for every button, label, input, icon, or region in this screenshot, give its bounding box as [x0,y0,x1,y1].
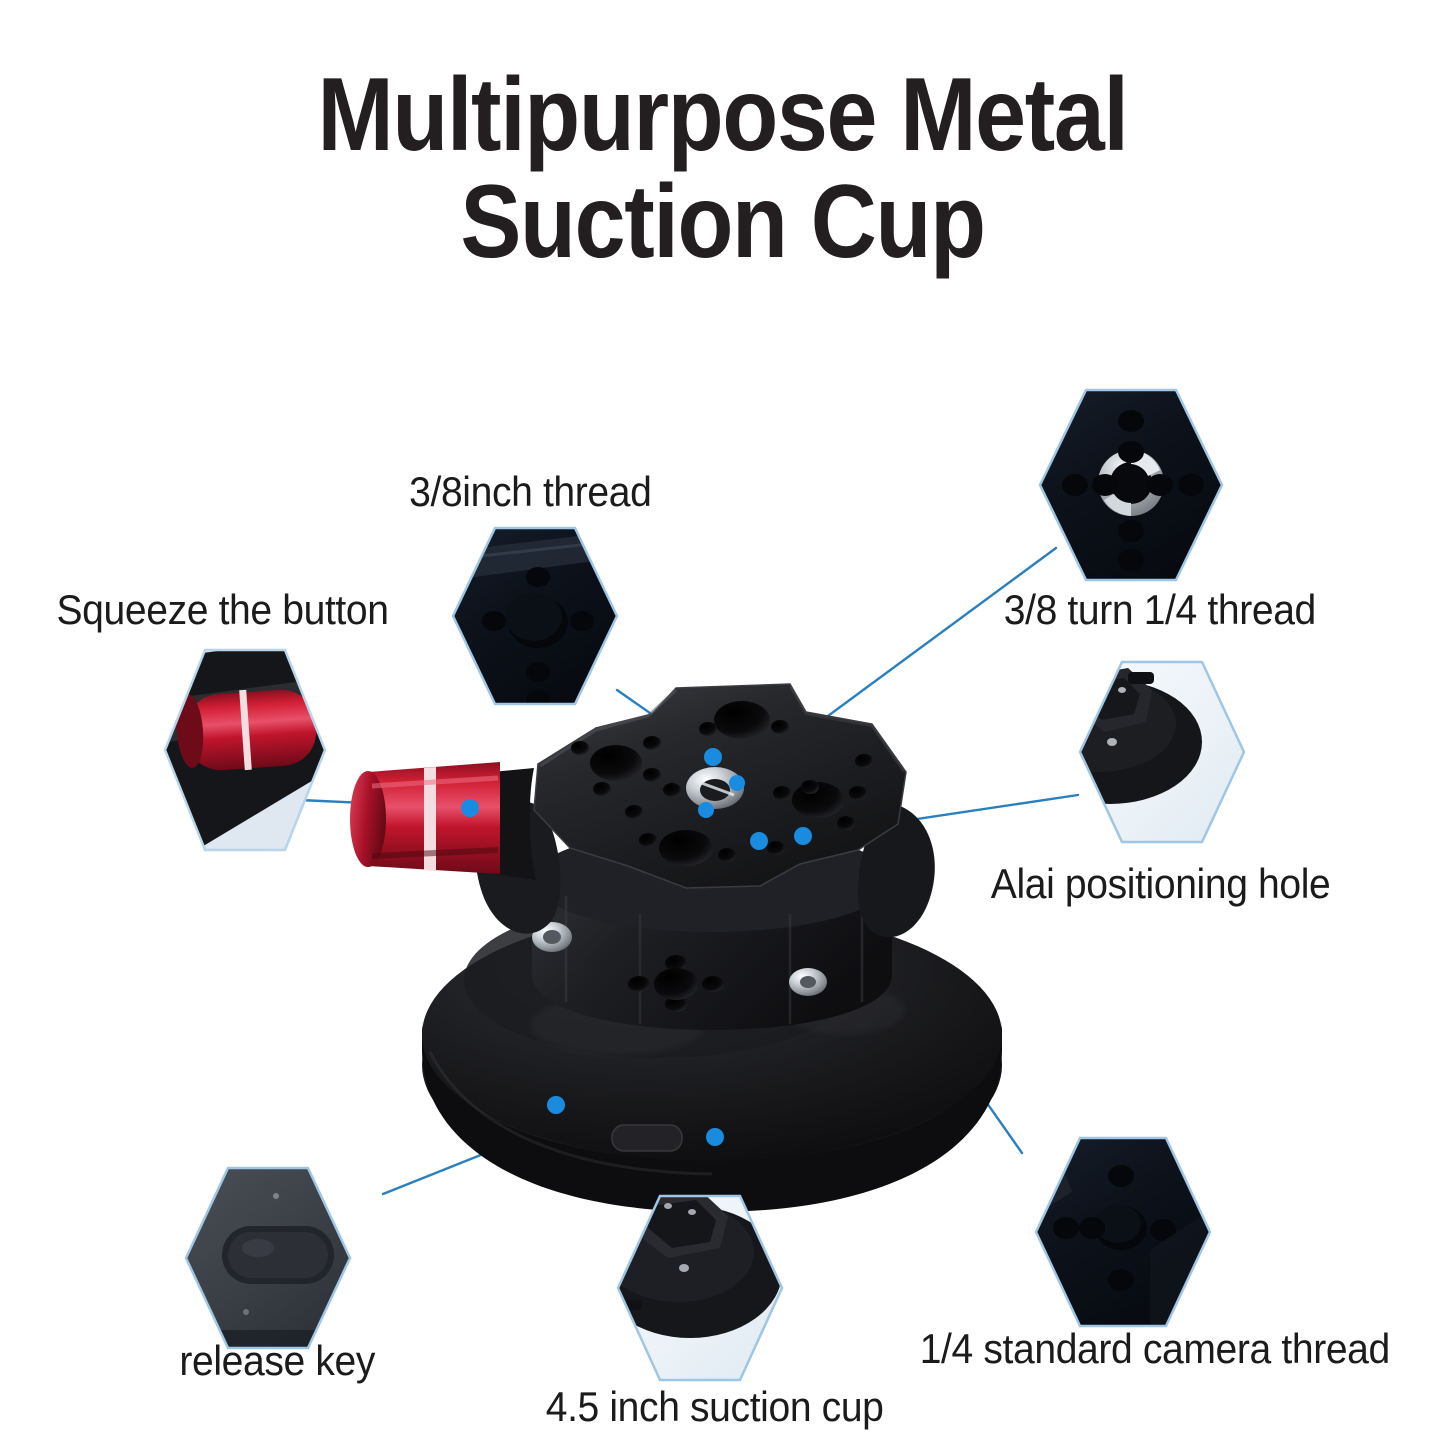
callout-label-camera-thread-1-4: 1/4 standard camera thread [919,1325,1391,1372]
callout-label-squeeze-the-button: Squeeze the button [56,586,389,633]
callout-thumb-squeeze-the-button[interactable] [150,640,350,860]
thread-adapter-ring-icon [1040,390,1222,580]
callout-thumb-turn-3-8-to-1-4-thread[interactable] [1030,382,1230,588]
callout-label-suction-cup-4-5-inch: 4.5 inch suction cup [545,1383,884,1430]
suction-cup-angle-icon [618,1196,782,1380]
dot-release [547,1096,565,1114]
plate-large-holes [590,701,844,866]
body-hole-cluster [628,955,724,1012]
hex-thread-plate-icon [453,528,617,704]
center-screw [686,767,744,809]
plate-small-holes [571,720,873,862]
callout-label-alai-positioning-hole: Alai positioning hole [990,860,1331,907]
callout-thumb-release-key[interactable] [180,1160,360,1356]
callout-label-turn-3-8-to-1-4-thread: 3/8 turn 1/4 thread [1003,586,1317,633]
release-tab-slot [611,1124,683,1152]
dot-squeeze [461,799,479,817]
red-pump-button-icon [185,689,317,771]
product-angle-view-icon [1080,662,1244,842]
hex-camera-thread-icon [1036,1138,1210,1326]
dot-alai [794,827,812,845]
dot-turn-2 [698,802,714,818]
callout-thumb-camera-thread-1-4[interactable] [1028,1130,1218,1334]
dot-suction [706,1128,724,1146]
handle-end-cap [350,771,386,867]
callout-label-thread-3-8-inch: 3/8inch thread [409,468,652,515]
callout-thumb-thread-3-8-inch[interactable] [445,520,632,715]
callout-thumb-suction-cup-4-5-inch[interactable] [598,1188,792,1386]
oval-release-tab-icon [186,1168,350,1348]
side-screw-right [789,968,827,996]
handle-white-band [424,767,436,871]
callout-thumb-alai-positioning-hole[interactable] [1018,654,1254,850]
callout-label-release-key: release key [179,1337,376,1384]
connector-dots [461,748,812,1146]
dot-turn [729,775,745,791]
product-assembly [350,683,1002,1212]
red-pump-handle[interactable] [350,762,536,880]
side-screw-left [532,922,572,952]
dot-thread38 [704,748,722,766]
dot-alai-2 [750,832,768,850]
top-mounting-plate [533,683,907,889]
